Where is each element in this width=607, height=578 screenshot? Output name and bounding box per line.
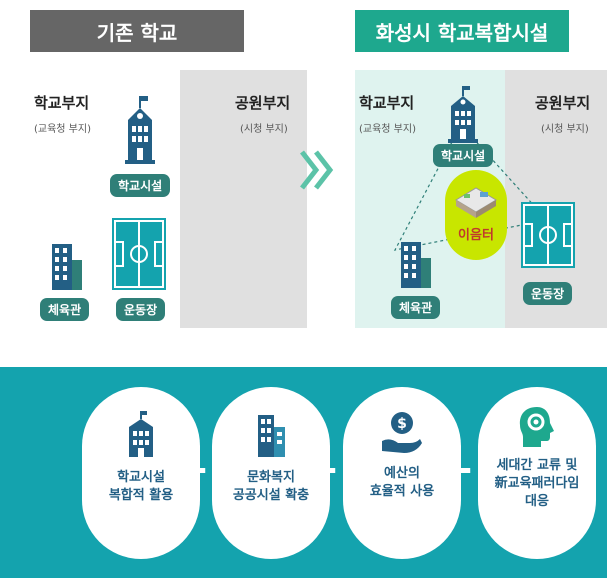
buildings-icon: [258, 415, 285, 457]
school-building-icon: [129, 411, 153, 457]
benefit-item: 학교시설 복합적 활용: [82, 387, 200, 559]
money-hand-icon: $: [382, 412, 422, 453]
park-land-zone: [180, 70, 307, 328]
playground-field-icon: [521, 202, 575, 268]
double-chevron-right-icon: [300, 150, 334, 190]
school-building-icon: [448, 86, 478, 143]
benefit-text: 세대간 교류 및 新교육패러다임 대응: [494, 458, 580, 509]
existing-school-banner: 기존 학교: [30, 10, 244, 52]
school-land-subtitle: (교육청 부지): [34, 124, 91, 135]
school-facility-label: 학교시설: [110, 174, 171, 197]
playground-field-icon: [112, 218, 166, 290]
school-land-title: 학교부지: [34, 94, 90, 112]
gym-building-icon: [401, 242, 431, 288]
ieumteo-center: 이음터: [445, 170, 507, 260]
park-land-subtitle: (시청 부지): [240, 124, 288, 135]
school-building-icon: [125, 96, 155, 164]
benefit-item: 문화복지 공공시설 확충: [212, 387, 330, 559]
svg-text:$: $: [397, 416, 407, 432]
school-land-subtitle: (교육청 부지): [359, 124, 416, 135]
playground-label: 운동장: [523, 282, 573, 305]
gym-building-icon: [52, 244, 82, 290]
benefit-text: 문화복지 공공시설 확충: [232, 470, 310, 503]
benefit-item: 세대간 교류 및 新교육패러다임 대응: [478, 387, 596, 559]
plus-sign: +: [303, 444, 340, 495]
gym-label: 체육관: [391, 296, 441, 319]
existing-school-title: 기존 학교: [96, 20, 178, 45]
plus-sign: +: [438, 444, 475, 495]
community-building-icon: [455, 187, 497, 218]
hwaseong-complex-panel: 학교부지 (교육청 부지) 공원부지 (시청 부지) 학교시설 이음터: [355, 70, 607, 328]
benefit-item: $ 예산의 효율적 사용: [343, 387, 461, 559]
head-gear-icon: [519, 407, 554, 447]
benefit-text: 예산의 효율적 사용: [369, 466, 435, 499]
gym-label: 체육관: [40, 298, 90, 321]
playground-label: 운동장: [116, 298, 166, 321]
park-land-subtitle: (시청 부지): [541, 124, 589, 135]
ieumteo-label: 이음터: [458, 228, 494, 243]
hwaseong-complex-banner: 화성시 학교복합시설: [355, 10, 569, 52]
plus-sign: +: [173, 444, 210, 495]
existing-school-panel: 학교부지 (교육청 부지) 공원부지 (시청 부지) 학교시설 체육관 운동장: [30, 70, 307, 328]
hwaseong-complex-title: 화성시 학교복합시설: [375, 20, 549, 45]
school-land-title: 학교부지: [359, 94, 415, 112]
benefit-text: 학교시설 복합적 활용: [108, 470, 174, 503]
school-facility-label: 학교시설: [433, 144, 494, 167]
park-land-title: 공원부지: [535, 94, 591, 112]
park-land-title: 공원부지: [235, 94, 291, 112]
